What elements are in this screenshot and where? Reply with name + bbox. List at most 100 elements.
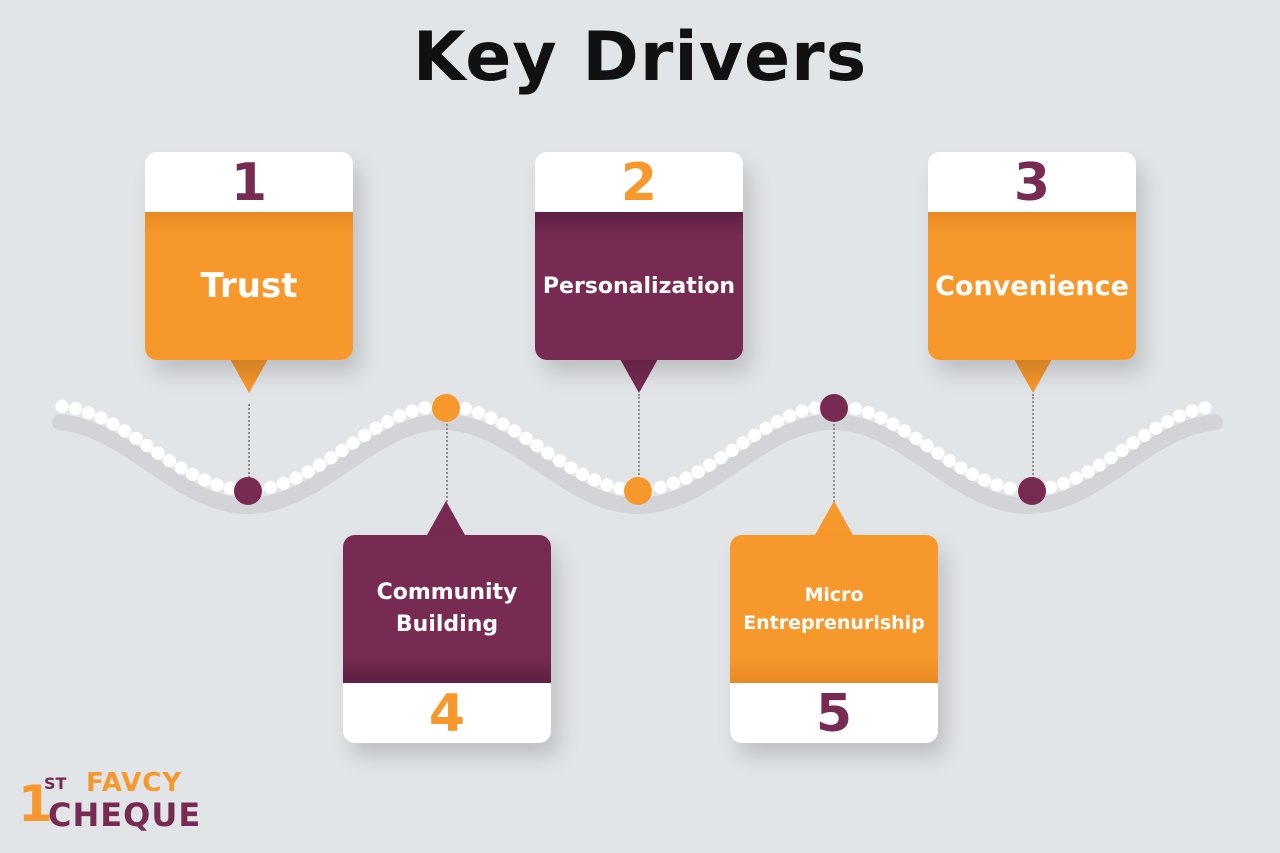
driver-label-1: Trust — [145, 212, 353, 360]
wave-bead — [1043, 480, 1058, 494]
connector-5 — [833, 420, 835, 502]
logo-superscript: ST — [44, 774, 67, 793]
wave-bead — [380, 415, 395, 429]
timeline-dot-2 — [624, 477, 652, 505]
driver-card-1: 1 Trust — [145, 152, 353, 360]
wave-bead — [496, 417, 510, 431]
wave-bead — [151, 446, 165, 460]
driver-card-3: 3 Convenience — [928, 152, 1136, 360]
wave-bead — [94, 411, 108, 425]
driver-number-1: 1 — [145, 152, 353, 213]
logo-line-2: CHEQUE — [48, 796, 202, 834]
wave-bead — [691, 465, 705, 479]
driver-number-5: 5 — [730, 683, 938, 743]
wave-bead — [1160, 415, 1175, 429]
wave-bead — [1115, 443, 1129, 457]
wave-bead — [909, 431, 923, 445]
wave-bead — [369, 421, 383, 435]
wave-bead — [600, 478, 614, 492]
logo-line-1: FAVCY — [86, 768, 183, 798]
timeline-dot-5 — [820, 394, 848, 422]
wave-bead — [519, 431, 533, 445]
wave-bead — [1056, 476, 1071, 490]
wave-bead — [140, 439, 154, 453]
wave-bead — [185, 467, 200, 481]
wave-bead — [117, 424, 132, 438]
wave-bead — [954, 461, 968, 475]
wave-bead — [507, 424, 522, 438]
wave-bead — [861, 406, 876, 420]
wave-bead — [1172, 409, 1187, 423]
wave-bead — [405, 404, 419, 418]
wave-bead — [942, 454, 957, 468]
wave-bead — [613, 481, 627, 495]
wave-bead — [1137, 428, 1152, 442]
wave-bead — [346, 436, 360, 450]
wave-bead — [55, 399, 69, 413]
wave-bead — [931, 446, 945, 460]
wave-bead — [1092, 458, 1107, 472]
wave-bead — [782, 409, 797, 423]
driver-card-2: 2 Personalization — [535, 152, 743, 360]
wave-bead — [223, 481, 237, 495]
wave-bead — [263, 480, 278, 494]
wave-bead — [106, 417, 120, 431]
wave-bead — [747, 428, 762, 442]
wave-bead — [312, 458, 327, 472]
wave-bead — [725, 443, 739, 457]
wave-bead — [702, 458, 717, 472]
wave-bead — [770, 415, 785, 429]
driver-label-4: Community Building — [343, 535, 551, 683]
driver-label-2: Personalization — [535, 212, 743, 360]
wave-bead — [1126, 436, 1140, 450]
wave-bead — [977, 473, 992, 487]
connector-2 — [638, 394, 640, 490]
pointer-1 — [230, 359, 268, 393]
wave-bead — [1149, 421, 1163, 435]
wave-bead — [162, 454, 177, 468]
wave-bead — [874, 411, 888, 425]
wave-bead — [418, 401, 432, 415]
driver-number-4: 4 — [343, 683, 551, 743]
wave-bead — [541, 446, 555, 460]
wave-bead — [920, 439, 934, 453]
wave-bead — [68, 402, 83, 416]
wave-bead — [808, 401, 822, 415]
connector-3 — [1032, 394, 1034, 490]
wave-bead — [357, 428, 372, 442]
wave-bead — [81, 406, 96, 420]
wave-bead — [197, 473, 212, 487]
wave-bead — [129, 431, 143, 445]
driver-card-4: Community Building 4 — [343, 535, 551, 743]
driver-number-3: 3 — [928, 152, 1136, 213]
wave-bead — [653, 480, 668, 494]
wave-bead — [575, 467, 590, 481]
timeline-dot-4 — [432, 394, 460, 422]
pointer-4 — [427, 501, 465, 535]
wave-bead — [530, 439, 544, 453]
wave-bead — [1185, 404, 1199, 418]
wave-bead — [990, 478, 1004, 492]
wave-bead — [1069, 471, 1083, 485]
wave-bead — [714, 451, 728, 465]
wave-bead — [1081, 465, 1095, 479]
wave-bead — [666, 476, 681, 490]
pointer-3 — [1014, 359, 1052, 393]
wave-bead — [1104, 451, 1118, 465]
wave-bead — [587, 473, 602, 487]
wave-bead — [552, 454, 567, 468]
wave-shadow — [52, 414, 1223, 514]
wave-bead — [848, 402, 863, 416]
wave-bead — [484, 411, 498, 425]
pointer-5 — [815, 501, 853, 535]
wave-bead — [1003, 481, 1017, 495]
wave-bead — [324, 451, 338, 465]
timeline-dot-1 — [234, 477, 262, 505]
wave-bead — [301, 465, 315, 479]
connector-1 — [248, 404, 250, 490]
wave-bead — [174, 461, 188, 475]
timeline-dot-3 — [1018, 477, 1046, 505]
wave-bead — [886, 417, 900, 431]
